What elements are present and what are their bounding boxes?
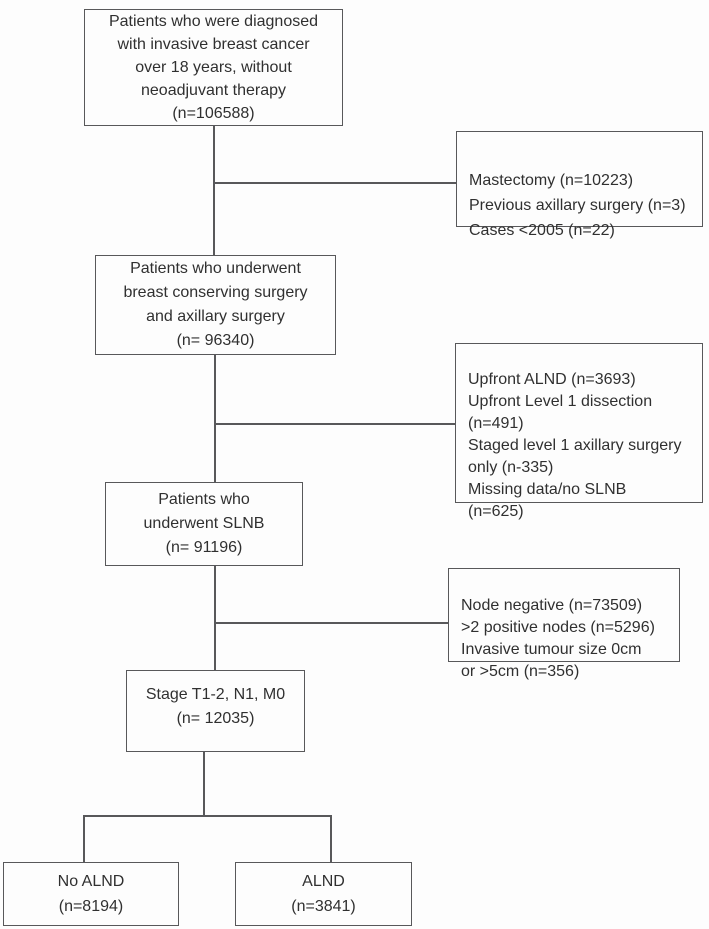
- exclusion-box-1: Mastectomy (n=10223) Previous axillary s…: [456, 131, 703, 239]
- box-diagnosed-population-text: Patients who were diagnosed with invasiv…: [108, 13, 319, 122]
- exclusion-box-1-text: Mastectomy (n=10223) Previous axillary s…: [469, 172, 686, 239]
- exclusion-box-2-text: Upfront ALND (n=3693) Upfront Level 1 di…: [468, 371, 682, 520]
- box-alnd: ALND (n=3841): [235, 862, 412, 926]
- connector-diagnosed-to-bcs: [213, 126, 215, 255]
- exclusion-box-3: Node negative (n=73509) >2 positive node…: [448, 568, 680, 680]
- connector-split-to-alnd: [330, 815, 332, 862]
- connector-branch-exclusion-2: [214, 423, 455, 425]
- connector-slnb-to-stage: [214, 566, 216, 670]
- connector-split-horizontal: [83, 815, 331, 817]
- box-stage-t1-2-n1-m0-text: Stage T1-2, N1, M0 (n= 12035): [145, 686, 286, 727]
- box-alnd-text: ALND (n=3841): [291, 873, 356, 915]
- connector-bcs-to-slnb: [214, 355, 216, 482]
- box-no-alnd: No ALND (n=8194): [3, 862, 179, 926]
- connector-branch-exclusion-3: [214, 622, 448, 624]
- box-diagnosed-population: Patients who were diagnosed with invasiv…: [84, 9, 343, 126]
- box-slnb-text: Patients who underwent SLNB (n= 91196): [143, 491, 265, 556]
- connector-split-to-no-alnd: [83, 815, 85, 862]
- box-breast-conserving-surgery: Patients who underwent breast conserving…: [95, 255, 336, 355]
- box-stage-t1-2-n1-m0: Stage T1-2, N1, M0 (n= 12035): [126, 670, 305, 752]
- exclusion-box-2: Upfront ALND (n=3693) Upfront Level 1 di…: [455, 343, 703, 520]
- box-breast-conserving-surgery-text: Patients who underwent breast conserving…: [123, 260, 308, 349]
- box-no-alnd-text: No ALND (n=8194): [57, 873, 125, 915]
- exclusion-box-3-text: Node negative (n=73509) >2 positive node…: [461, 597, 655, 680]
- connector-branch-exclusion-1: [213, 182, 456, 184]
- connector-stage-to-split: [203, 752, 205, 815]
- box-slnb: Patients who underwent SLNB (n= 91196): [105, 482, 303, 566]
